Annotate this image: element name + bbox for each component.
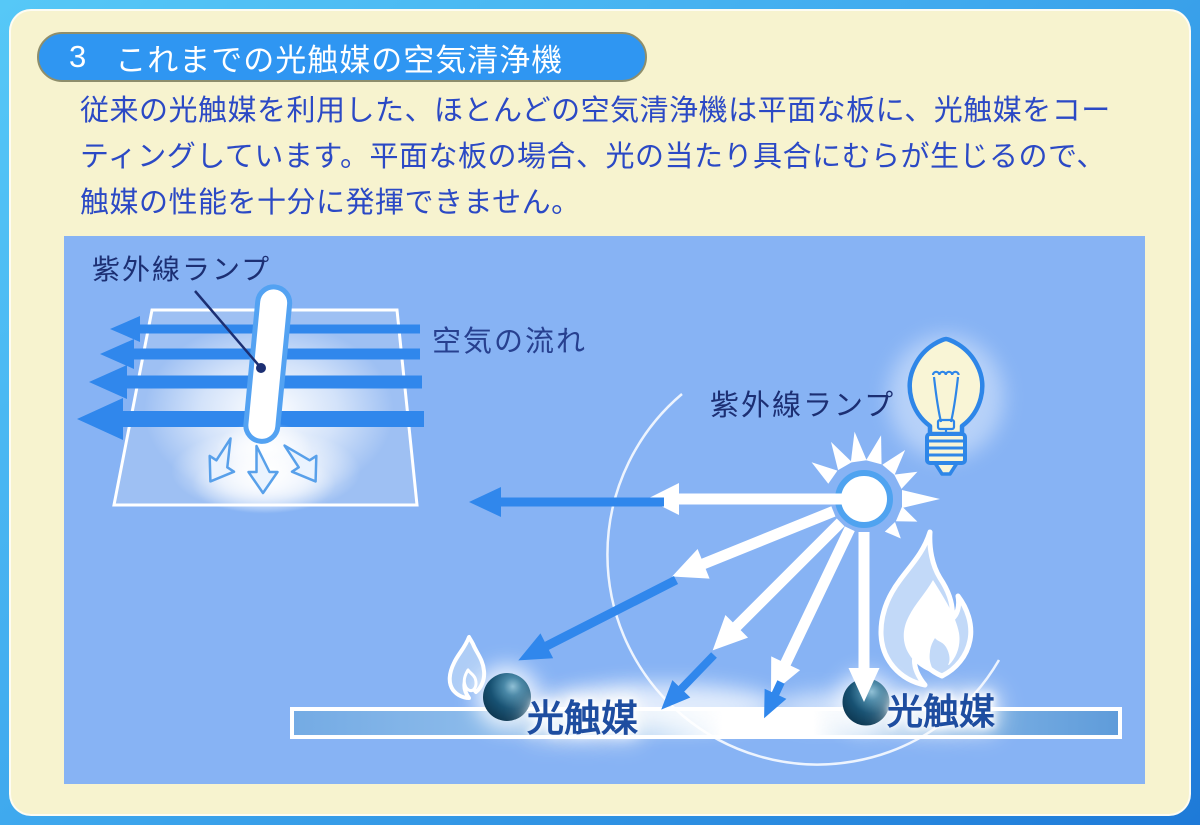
uv-lamp-tube-icon [243,284,293,444]
airflow-label: 空気の流れ [432,326,588,358]
section-number: 3 [69,39,88,74]
section-title: これまでの光触媒の空気清浄機 [115,42,564,78]
diagram-panel: 紫外線ランプ 空気の流れ 紫外線ランプ 光触媒 光触媒 [64,236,1145,784]
intro-paragraph: 従来の光触媒を利用した、ほとんどの空気清浄機は平面な板に、光触媒をコーティングし… [80,95,1111,219]
light-bulb-icon [888,335,1004,476]
light-reach-arc [606,393,1001,766]
flame-icon-small [447,635,487,700]
uv-emission-arrows-icon [208,437,318,495]
uv-lamp-label-left: 紫外線ランプ [92,254,272,285]
catalyst-label-right: 光触媒 [887,691,996,732]
catalyst-label-left: 光触媒 [527,698,638,739]
light-ray-white-arrows [647,483,880,702]
flame-icon-large [878,529,974,688]
catalyst-sphere-right [836,672,896,732]
sun-burst-icon [811,431,940,539]
uv-lamp-label-right: 紫外線ランプ [710,390,896,422]
catalyst-sphere-left [475,665,539,729]
section-header: 3 これまでの光触媒の空気清浄機 [37,32,647,82]
label-leader-line [194,290,266,373]
diagram-graphics [77,284,1122,766]
attenuated-ray-blue-arrows [469,487,787,719]
content-sheet: 3 これまでの光触媒の空気清浄機 従来の光触媒を利用した、ほとんどの空気清浄機は… [9,9,1191,816]
